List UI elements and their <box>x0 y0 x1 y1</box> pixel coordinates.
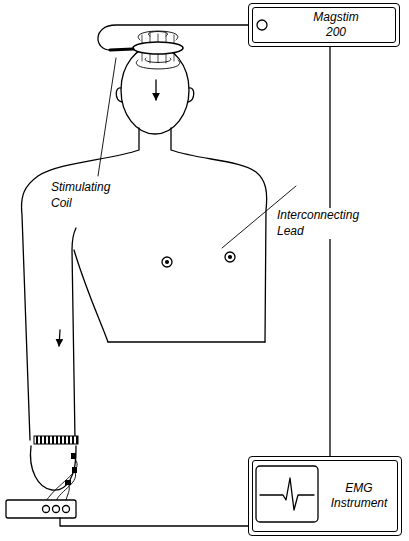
torso-right <box>171 128 267 342</box>
electrode <box>72 467 77 473</box>
waist <box>108 341 265 342</box>
amplifier-box <box>6 500 76 518</box>
stimulating-coil <box>133 42 183 54</box>
input-socket <box>43 506 50 513</box>
nipple <box>162 257 172 267</box>
nipple <box>225 252 235 262</box>
interconnecting-lead <box>329 47 330 456</box>
stimulator-box: Magstim 200 <box>248 3 400 47</box>
nipple <box>229 256 232 259</box>
hand <box>30 446 76 490</box>
head <box>121 46 189 134</box>
input-socket <box>53 506 60 513</box>
ear <box>188 88 194 102</box>
left-arm-inner <box>72 228 108 440</box>
electrode <box>65 480 71 485</box>
leader-line <box>98 58 116 176</box>
signal-arrow <box>155 80 156 100</box>
coil-handle <box>110 49 133 50</box>
node-text: Magstim 200 <box>313 10 358 40</box>
electrode <box>71 453 76 459</box>
control-knob <box>257 20 267 30</box>
emg-screen <box>256 466 318 522</box>
ear <box>116 88 122 102</box>
emg-instrument-box: EMG Instrument <box>248 456 402 536</box>
nipple <box>166 261 169 264</box>
emg-waveform <box>260 478 314 510</box>
coil-cable <box>98 25 248 50</box>
amplifier-cable <box>60 518 248 526</box>
part-label: Stimulating Coil <box>50 180 111 211</box>
left-arm-outer <box>22 128 139 440</box>
electrode-wire <box>46 457 77 501</box>
part-label: Interconnecting Lead <box>276 208 360 239</box>
signal-arrow <box>59 330 60 346</box>
node-text: EMG Instrument <box>331 481 388 511</box>
wrist-band <box>34 436 78 444</box>
input-socket <box>63 506 70 513</box>
